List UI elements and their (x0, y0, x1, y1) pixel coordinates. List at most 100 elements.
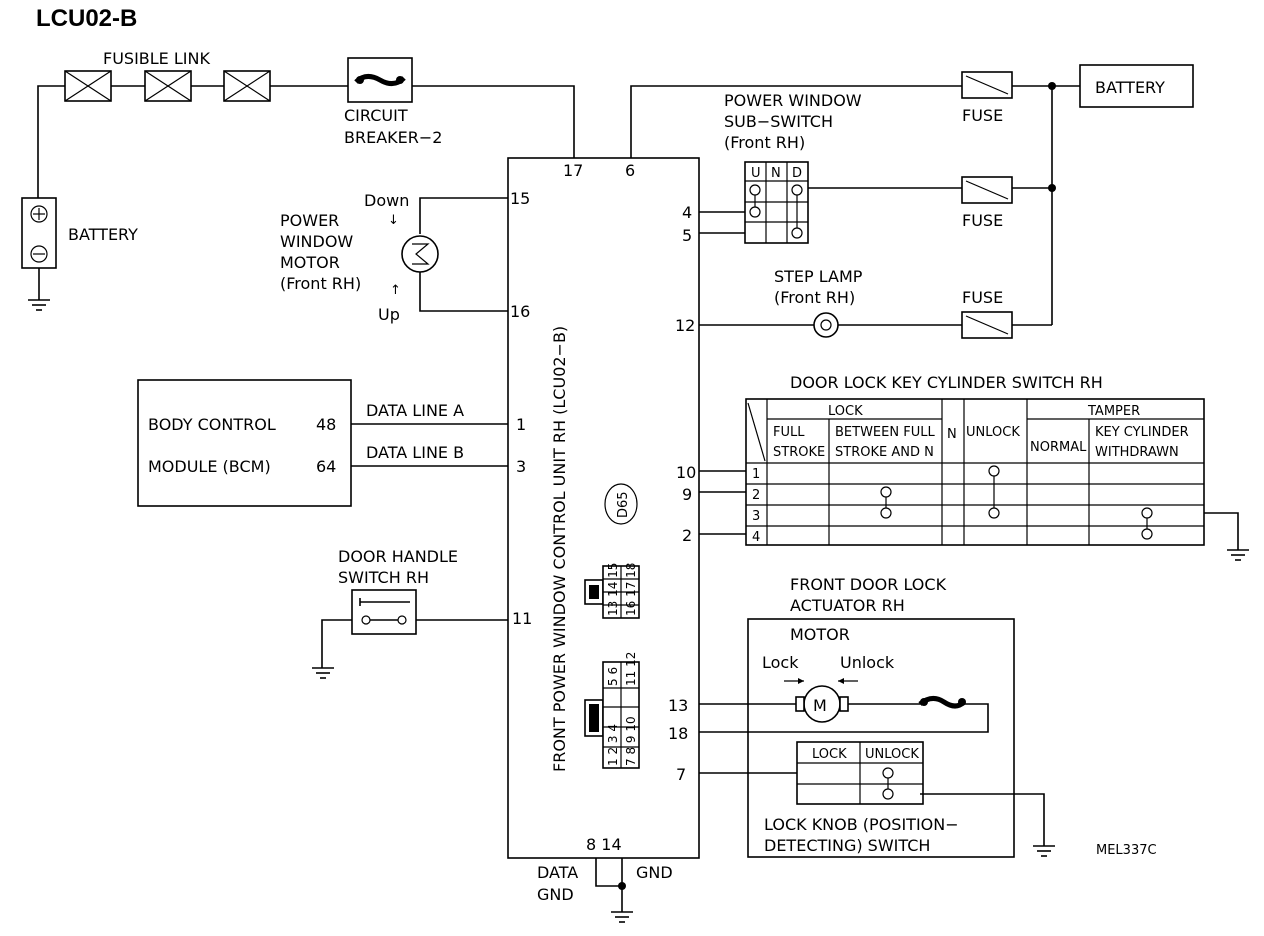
connector-small-row2: 16 17 18 (624, 563, 638, 616)
connector-large-row3: 1 2 3 4 (606, 724, 620, 766)
door-lock-actuator: FRONT DOOR LOCK ACTUATOR RH MOTOR Lock U… (699, 575, 1055, 858)
kc-header-n: N (947, 427, 957, 442)
key-cylinder-switch: DOOR LOCK KEY CYLINDER SWITCH RH LOCK FU… (699, 373, 1249, 561)
kc-header-tamper: TAMPER (1087, 404, 1140, 419)
pin-12: 12 (675, 316, 695, 335)
up-label: Up (378, 305, 400, 324)
gnd-label: GND (636, 863, 673, 882)
lock-knob-label-2: DETECTING) SWITCH (764, 836, 930, 855)
down-label: Down (364, 191, 409, 210)
data-line-b-label: DATA LINE B (366, 443, 464, 462)
pw-motor-label-3: MOTOR (280, 253, 340, 272)
fuse-label-1: FUSE (962, 106, 1003, 125)
bcm-label-2: MODULE (BCM) (148, 457, 271, 476)
fusible-link-label: FUSIBLE LINK (103, 49, 210, 68)
connector-large-row4: 7 8 9 10 (624, 716, 638, 766)
connector-large-row2: 11 12 (624, 652, 638, 686)
battery-right-box (1079, 64, 1194, 108)
data-gnd-label-2: GND (537, 885, 574, 904)
step-lamp-label-2: (Front RH) (774, 288, 855, 307)
connector-large-12pin: 5 6 11 12 1 2 3 4 7 8 9 10 (584, 652, 640, 769)
kc-header-normal: NORMAL (1030, 440, 1087, 455)
bcm-pin-64: 64 (316, 457, 336, 476)
battery-right-label: BATTERY (1095, 78, 1165, 97)
kc-header-withdrawn-2: WITHDRAWN (1095, 445, 1179, 460)
key-cylinder-title: DOOR LOCK KEY CYLINDER SWITCH RH (790, 373, 1103, 392)
lock-knob-header-unlock: UNLOCK (865, 747, 919, 762)
pin-15: 15 (510, 189, 530, 208)
lock-knob-label-1: LOCK KNOB (POSITION− (764, 815, 959, 834)
right-power-feed: BATTERY FUSE FUSE FUSE (630, 64, 1194, 339)
sub-switch-header-u: U (751, 166, 761, 181)
diagram-title: LCU02-B (36, 5, 137, 32)
kc-header-lock: LOCK (828, 404, 863, 419)
step-lamp: STEP LAMP (Front RH) (699, 267, 962, 338)
fuse-label-3: FUSE (962, 288, 1003, 307)
door-handle-label-2: SWITCH RH (338, 568, 429, 587)
circuit-breaker-label-2: BREAKER−2 (344, 128, 442, 147)
pw-sub-switch: POWER WINDOW SUB−SWITCH (Front RH) U N D (699, 91, 962, 244)
kc-row-1: 1 (752, 467, 760, 482)
pw-motor-label-2: WINDOW (280, 232, 353, 251)
actuator-motor-label: MOTOR (790, 625, 850, 644)
kc-header-between-2: STROKE AND N (835, 445, 934, 460)
kc-row-4: 4 (752, 530, 760, 545)
connector-d65-label: D65 (616, 491, 631, 518)
kc-row-3: 3 (752, 509, 760, 524)
control-unit-label: FRONT POWER WINDOW CONTROL UNIT RH (LCU0… (550, 326, 569, 772)
kc-header-full-2: STROKE (773, 445, 825, 460)
svg-text:↓: ↓ (388, 213, 399, 228)
fuse-label-2: FUSE (962, 211, 1003, 230)
sub-switch-label-1: POWER WINDOW (724, 91, 862, 110)
pin-4: 4 (682, 203, 692, 222)
bcm-pin-48: 48 (316, 415, 336, 434)
kc-header-between-1: BETWEEN FULL (835, 425, 935, 440)
actuator-label-2: ACTUATOR RH (790, 596, 905, 615)
data-gnd-label-1: DATA (537, 863, 578, 882)
step-lamp-label-1: STEP LAMP (774, 267, 863, 286)
pin-13: 13 (668, 696, 688, 715)
sub-switch-label-3: (Front RH) (724, 133, 805, 152)
circuit-breaker-label-1: CIRCUIT (344, 106, 408, 125)
sub-switch-header-d: D (792, 166, 802, 181)
unit-ground: DATA GND GND (537, 858, 673, 923)
kc-header-withdrawn-1: KEY CYLINDER (1095, 425, 1189, 440)
bcm-label-1: BODY CONTROL (148, 415, 276, 434)
battery-left-label: BATTERY (68, 225, 138, 244)
unlock-label: Unlock (840, 653, 895, 672)
pin-6: 6 (625, 161, 635, 180)
power-window-motor: Down ↓ Up ↑ POWER WINDOW MOTOR (Front RH… (280, 191, 508, 324)
pin-18: 18 (668, 724, 688, 743)
pw-motor-label-1: POWER (280, 211, 339, 230)
door-handle-label-1: DOOR HANDLE (338, 547, 458, 566)
pin-2: 2 (682, 526, 692, 545)
actuator-motor-m: M (813, 696, 827, 715)
pin-10: 10 (676, 463, 696, 482)
pin-16: 16 (510, 302, 530, 321)
pin-5: 5 (682, 226, 692, 245)
connector-small-18pin: 13 14 15 16 17 18 (584, 563, 640, 619)
kc-header-unlock: UNLOCK (966, 425, 1020, 440)
pin-8-14: 8 14 (586, 835, 622, 854)
svg-text:↑: ↑ (390, 283, 401, 298)
pin-17: 17 (563, 161, 583, 180)
connector-small-row1: 13 14 15 (606, 563, 620, 616)
pin-3: 3 (516, 457, 526, 476)
sub-switch-label-2: SUB−SWITCH (724, 112, 833, 131)
bcm-module: BODY CONTROL MODULE (BCM) 48 64 DATA LIN… (137, 379, 508, 507)
sub-switch-header-n: N (771, 166, 781, 181)
actuator-label-1: FRONT DOOR LOCK (790, 575, 947, 594)
left-power-feed: FUSIBLE LINK CIRCUIT BREAKER−2 BATTERY (21, 49, 575, 311)
pw-motor-label-4: (Front RH) (280, 274, 361, 293)
kc-row-2: 2 (752, 488, 760, 503)
pin-7: 7 (676, 765, 686, 784)
connector-d65-oval (604, 483, 638, 525)
pin-1: 1 (516, 415, 526, 434)
door-handle-switch: DOOR HANDLE SWITCH RH (312, 547, 508, 679)
pin-11: 11 (512, 609, 532, 628)
lock-label: Lock (762, 653, 799, 672)
kc-header-full-1: FULL (773, 425, 805, 440)
pin-9: 9 (682, 485, 692, 504)
lock-knob-header-lock: LOCK (812, 747, 847, 762)
